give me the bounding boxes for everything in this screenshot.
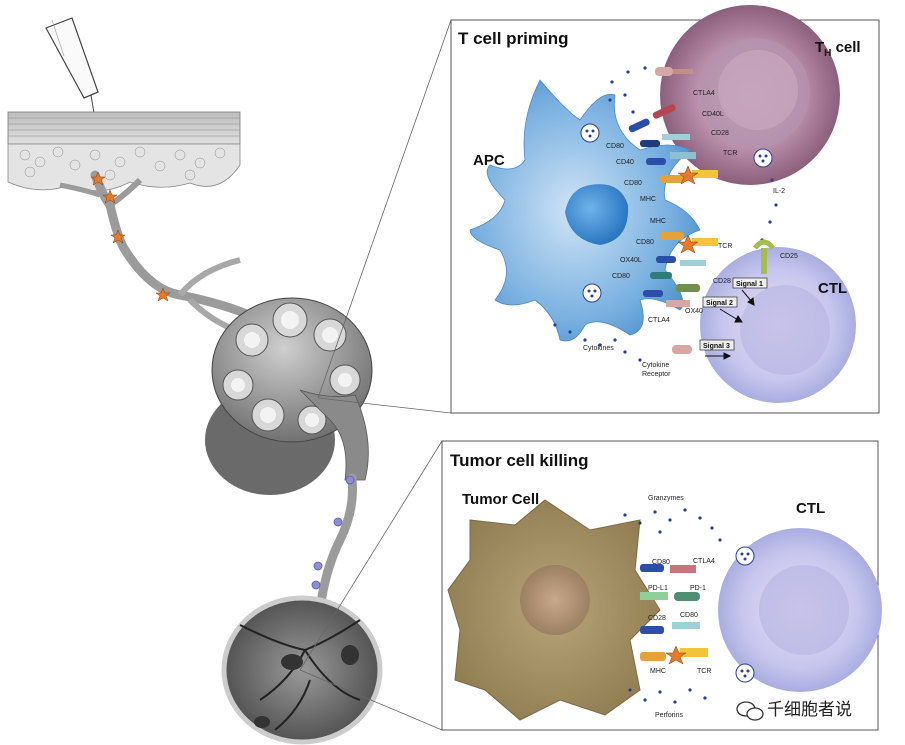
svg-text:CD28: CD28 (711, 130, 729, 137)
tumor-mass (221, 595, 383, 745)
svg-text:OX40L: OX40L (620, 257, 642, 264)
ctl-cell-killing (718, 528, 882, 692)
lymph-node (205, 297, 373, 495)
granzyme-dots (623, 508, 722, 704)
svg-text:CTLA4: CTLA4 (693, 90, 715, 97)
ctl-cell-priming (700, 247, 856, 403)
watermark-text: 千细胞者说 (767, 700, 852, 720)
signal-3-label: Signal 3 (703, 343, 730, 350)
vesicles (580, 123, 773, 303)
tumor-cell (447, 499, 661, 721)
cytokine-receptor-line1: Cytokine (642, 362, 669, 369)
svg-text:CD80: CD80 (680, 612, 698, 619)
svg-text:CD40: CD40 (616, 159, 634, 166)
anatomy-illustration (7, 17, 452, 745)
watermark: 千细胞者说 (736, 700, 852, 721)
wechat-icon (736, 701, 764, 721)
receptor-pairs-priming (628, 67, 775, 354)
receptor-pairs-killing (640, 564, 708, 665)
panel-title-killing: Tumor cell killing (450, 451, 589, 470)
th-cell (660, 5, 840, 185)
svg-text:MHC: MHC (640, 196, 656, 203)
lymphatic-vessel (59, 170, 265, 333)
panel-tumor-cell-killing: Tumor cell killing Tumor Cell CTL (441, 440, 882, 731)
apc-cell (469, 79, 701, 342)
ctl-label-killing: CTL (796, 500, 825, 517)
cytokine-receptor-line2: Receptor (642, 371, 671, 378)
svg-text:PD-1: PD-1 (690, 585, 706, 592)
svg-text:OX40: OX40 (685, 308, 703, 315)
signal-2-label: Signal 2 (706, 300, 733, 307)
svg-text:IL-2: IL-2 (773, 188, 785, 195)
svg-text:TCR: TCR (697, 668, 711, 675)
apc-label: APC (473, 152, 505, 169)
svg-text:CD28: CD28 (713, 278, 731, 285)
antigen-markers (90, 171, 266, 328)
svg-text:CD40L: CD40L (702, 111, 724, 118)
svg-text:CD25: CD25 (780, 253, 798, 260)
svg-text:PD-L1: PD-L1 (648, 585, 668, 592)
signal-boxes: Signal 1 Signal 2 Signal 3 (699, 277, 768, 360)
ctl-label-priming: CTL (818, 280, 847, 297)
signal-1-label: Signal 1 (736, 281, 763, 288)
svg-text:CD80: CD80 (606, 143, 624, 150)
molecule-labels-priming: CTLA4 CD40L CD28 TCR CD80 CD40 CD80 MHC … (583, 90, 798, 378)
skin-tissue (7, 111, 241, 192)
svg-text:CTLA4: CTLA4 (648, 317, 670, 324)
svg-text:CD80: CD80 (624, 180, 642, 187)
panel-title-priming: T cell priming (458, 29, 569, 48)
svg-text:CD80: CD80 (636, 239, 654, 246)
molecule-labels-killing: Granzymes CD80 CTLA4 PD-L1 PD-1 CD28 CD8… (648, 495, 715, 719)
panel-t-cell-priming: T cell priming TH cell CTL APC (450, 5, 880, 414)
svg-text:MHC: MHC (650, 218, 666, 225)
svg-text:Perforins: Perforins (655, 712, 684, 719)
th-cell-label: TH cell (815, 39, 861, 59)
svg-text:Granzymes: Granzymes (648, 495, 684, 502)
svg-text:CD28: CD28 (648, 615, 666, 622)
svg-text:Cytokines: Cytokines (583, 345, 614, 352)
cytokine-receptor-label: Cytokine Receptor (642, 362, 671, 378)
svg-text:TCR: TCR (718, 243, 732, 250)
svg-text:CTLA4: CTLA4 (693, 558, 715, 565)
tumor-cell-label: Tumor Cell (462, 491, 539, 508)
svg-text:CD80: CD80 (612, 273, 630, 280)
efferent-vessel (311, 473, 357, 615)
svg-text:MHC: MHC (650, 668, 666, 675)
svg-text:TCR: TCR (723, 150, 737, 157)
cytokine-dots (553, 66, 778, 362)
svg-text:CD80: CD80 (652, 559, 670, 566)
